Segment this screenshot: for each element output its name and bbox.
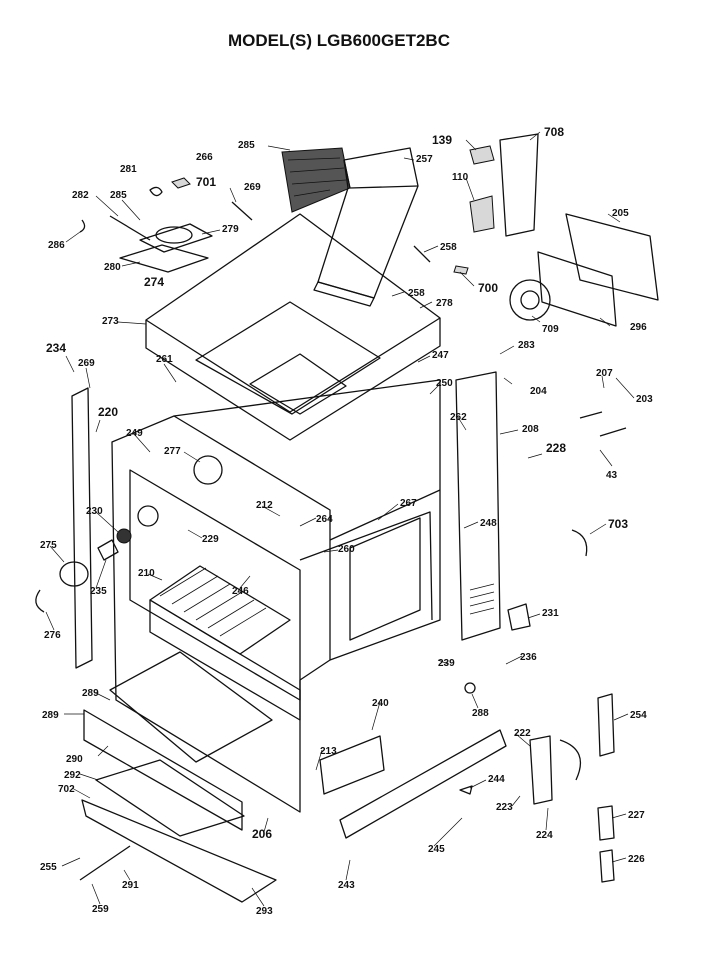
part-label: 289 [82, 688, 99, 699]
part-label: 702 [58, 784, 75, 795]
part-label: 290 [66, 754, 83, 765]
part-label: 213 [320, 746, 337, 757]
part-label: 245 [428, 844, 445, 855]
part-label: 260 [338, 544, 355, 555]
part-label: 139 [432, 133, 452, 147]
oven-rack [149, 565, 291, 655]
part-label: 227 [628, 810, 645, 821]
part-label: 280 [104, 262, 121, 273]
part-label: 244 [488, 774, 505, 785]
part-label: 286 [48, 240, 65, 251]
part-label: 254 [630, 710, 647, 721]
part-label: 226 [628, 854, 645, 865]
part-label: 262 [450, 412, 467, 423]
part-label: 278 [436, 298, 453, 309]
top-burner-assembly [79, 177, 253, 273]
part-label: 701 [196, 175, 216, 189]
part-label: 282 [72, 190, 89, 201]
part-label: 207 [596, 368, 613, 379]
part-label: 269 [244, 182, 261, 193]
backsplash-panel [313, 147, 419, 307]
leader-lines [45, 131, 635, 907]
part-label: 275 [40, 540, 57, 551]
part-number-labels: 139 708 285 266 257 281 701 110 282 285 … [40, 125, 653, 917]
part-label: 292 [64, 770, 81, 781]
part-label: 261 [156, 354, 173, 365]
oven-light [35, 528, 132, 613]
part-label: 285 [238, 140, 255, 151]
part-label: 258 [440, 242, 457, 253]
upper-right-components [413, 133, 659, 327]
part-label: 228 [546, 441, 566, 455]
part-label: 267 [400, 498, 417, 509]
part-label: 235 [90, 586, 107, 597]
part-label: 246 [232, 586, 249, 597]
part-label: 285 [110, 190, 127, 201]
part-label: 283 [518, 340, 535, 351]
part-label: 240 [372, 698, 389, 709]
part-label: 289 [42, 710, 59, 721]
part-label: 208 [522, 424, 539, 435]
part-label: 279 [222, 224, 239, 235]
part-label: 248 [480, 518, 497, 529]
part-label: 239 [438, 658, 455, 669]
part-label: 293 [256, 906, 273, 917]
part-label: 255 [40, 862, 57, 873]
part-label: 269 [78, 358, 95, 369]
part-label: 220 [98, 405, 118, 419]
oven-body [111, 379, 441, 813]
lower-right-parts [319, 411, 627, 883]
part-label: 703 [608, 517, 628, 531]
part-label: 230 [86, 506, 103, 517]
part-label: 258 [408, 288, 425, 299]
part-label: 110 [452, 172, 469, 183]
part-label: 277 [164, 446, 181, 457]
storage-drawer [79, 651, 277, 903]
part-label: 234 [46, 341, 66, 355]
part-label: 276 [44, 630, 61, 641]
part-label: 229 [202, 534, 219, 545]
cooktop-panel [145, 213, 441, 441]
grate-mesh [281, 147, 351, 213]
part-label: 296 [630, 322, 647, 333]
part-label: 257 [416, 154, 433, 165]
part-label: 274 [144, 275, 164, 289]
part-label: 264 [316, 514, 333, 525]
part-label: 281 [120, 164, 137, 175]
part-label: 273 [102, 316, 119, 327]
part-label: 206 [252, 827, 272, 841]
part-label: 43 [606, 470, 618, 481]
part-label: 224 [536, 830, 553, 841]
part-label: 203 [636, 394, 653, 405]
part-label: 223 [496, 802, 513, 813]
part-label: 205 [612, 208, 629, 219]
diagram-title: MODEL(S) LGB600GET2BC [228, 31, 450, 50]
part-label: 700 [478, 281, 498, 295]
part-label: 288 [472, 708, 489, 719]
part-label: 222 [514, 728, 531, 739]
part-label: 266 [196, 152, 213, 163]
part-label: 259 [92, 904, 109, 915]
part-label: 708 [544, 125, 564, 139]
part-label: 250 [436, 378, 453, 389]
side-rail-left [71, 387, 93, 669]
part-label: 236 [520, 652, 537, 663]
part-label: 212 [256, 500, 273, 511]
side-panel [455, 371, 501, 641]
part-label: 231 [542, 608, 559, 619]
part-label: 243 [338, 880, 355, 891]
part-label: 249 [126, 428, 143, 439]
part-label: 291 [122, 880, 139, 891]
part-label: 204 [530, 386, 547, 397]
part-label: 247 [432, 350, 449, 361]
part-label: 709 [542, 324, 559, 335]
part-label: 210 [138, 568, 155, 579]
